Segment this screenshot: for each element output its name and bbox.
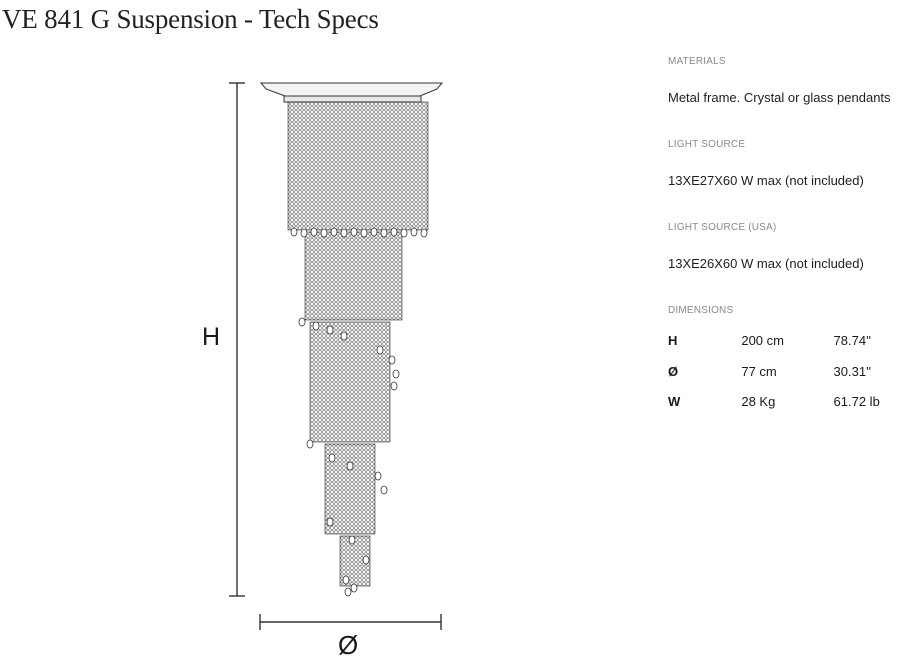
chandelier-drawing [229,82,444,630]
tech-specs-panel: MATERIALS Metal frame. Crystal or glass … [668,56,893,425]
light-source-usa-value: 13XE26X60 W max (not included) [668,256,864,271]
materials-label: MATERIALS [668,56,726,67]
dimension-metric: 200 cm [741,333,784,348]
dimension-metric: 28 Kg [741,394,776,409]
materials-value: Metal frame. Crystal or glass pendants [668,90,891,105]
light-source-usa-label: LIGHT SOURCE (USA) [668,222,777,233]
dimension-key: W [668,394,681,409]
dimensions-table: H 200 cm 78.74'' Ø 77 cm 30.31'' W 28 Kg… [668,333,893,425]
page-title: VE 841 G Suspension - Tech Specs [2,4,379,34]
light-source-label: LIGHT SOURCE [668,139,746,150]
dimension-imperial: 30.31'' [833,363,872,379]
dimension-row-weight: W 28 Kg 61.72 lb [668,394,893,425]
diameter-label: Ø [338,630,359,660]
dimension-metric: 77 cm [741,363,777,379]
dimensions-section: DIMENSIONS H 200 cm 78.74'' Ø 77 cm 30.3… [668,305,893,425]
dimensions-label: DIMENSIONS [668,305,734,316]
dimension-imperial: 61.72 lb [833,394,880,409]
dimension-row-diameter: Ø 77 cm 30.31'' [668,364,893,395]
diameter-dimension-line [259,614,442,630]
height-label: H [202,323,221,351]
light-source-value: 13XE27X60 W max (not included) [668,173,864,188]
light-source-usa-section: LIGHT SOURCE (USA) 13XE26X60 W max (not … [668,222,893,305]
crystal-strands [287,101,429,587]
dimension-imperial: 78.74'' [833,333,872,348]
drop-pendants [290,227,428,597]
dimension-row-height: H 200 cm 78.74'' [668,333,893,364]
height-dimension-line [229,82,245,597]
ceiling-canopy [259,82,444,103]
dimension-key: H [668,333,678,348]
light-source-section: LIGHT SOURCE 13XE27X60 W max (not includ… [668,139,893,222]
materials-section: MATERIALS Metal frame. Crystal or glass … [668,56,893,139]
dimension-key: Ø [668,363,679,379]
